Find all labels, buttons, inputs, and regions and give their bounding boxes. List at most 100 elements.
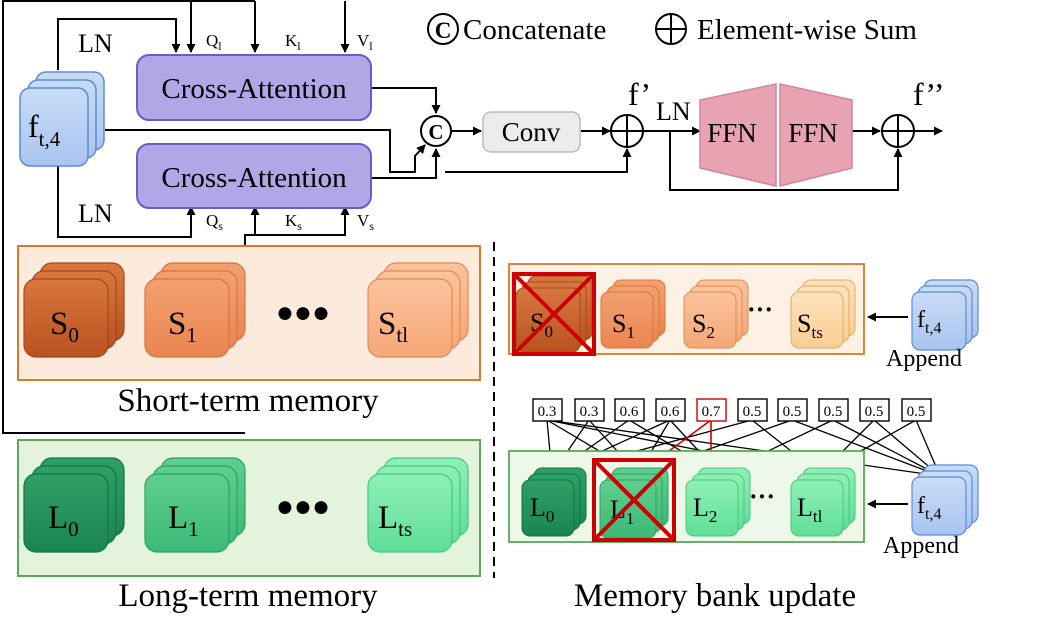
score-value: 0.3 — [538, 404, 557, 420]
score-value: 0.6 — [620, 404, 639, 420]
f-prime-label: f’ — [628, 76, 651, 112]
update-caption: Memory bank update — [574, 578, 856, 614]
score-value: 0.5 — [865, 404, 884, 420]
sum-node-2 — [881, 114, 915, 148]
long-term-dots: ●●● — [276, 490, 330, 523]
append-label-short: Append — [886, 346, 962, 372]
removed-cross-icon-long — [592, 458, 676, 542]
update-long-item-2: L2 — [685, 467, 751, 537]
ffn-1-trapezoid — [699, 83, 777, 187]
svg-text:Sts: Sts — [797, 309, 823, 342]
score-value: 0.5 — [743, 404, 762, 420]
ln-bottom-label: LN — [78, 199, 113, 228]
sum-legend-icon — [655, 13, 687, 45]
cross-attention-top-label: Cross-Attention — [161, 73, 347, 105]
score-value: 0.5 — [824, 404, 843, 420]
concat-legend-label: Concatenate — [463, 14, 606, 46]
k-s-label: Ks — [285, 211, 302, 233]
score-row: 0.3 0.3 0.6 0.6 0.7 0.5 0.5 0.5 0.5 0.5 — [532, 398, 932, 422]
svg-text:L0: L0 — [530, 493, 554, 526]
ln-top-label: LN — [78, 29, 113, 58]
cross-attention-bottom-label: Cross-Attention — [161, 162, 347, 194]
long-term-caption: Long-term memory — [118, 578, 378, 614]
cross-attention-bottom-box — [136, 143, 372, 209]
long-term-item-0: L0 — [23, 457, 125, 553]
update-long-term: L0 L1 L2 ··· Ltl — [508, 450, 979, 614]
short-term-caption: Short-term memory — [117, 383, 379, 419]
f-double-prime-label: f’’ — [913, 76, 944, 112]
svg-text:Stl: Stl — [378, 306, 408, 347]
score-box: 0.5 — [777, 398, 808, 422]
svg-text:ft,4: ft,4 — [917, 307, 941, 337]
k-l-label: Kl — [285, 31, 301, 53]
sum-legend-label: Element-wise Sum — [697, 14, 917, 46]
score-box: 0.3 — [574, 398, 605, 422]
score-box: 0.5 — [859, 398, 890, 422]
concat-node-symbol: C — [428, 120, 443, 144]
append-feature-long: ft,4 — [911, 464, 979, 536]
svg-text:L1: L1 — [610, 495, 634, 528]
conv-label: Conv — [502, 117, 561, 147]
update-short-item-ts: Sts — [790, 279, 856, 349]
feature-label: ft,4 — [28, 108, 61, 151]
legend: C Concatenate Element-wise Sum — [427, 13, 917, 46]
concat-legend-symbol: C — [435, 18, 452, 43]
update-short-term: S0 S1 S2 ··· Sts — [508, 263, 979, 372]
top-module: ft,4 LN LN Ql Kl Vl Qs Ks Vs Cross-Atten… — [19, 29, 944, 233]
score-box: 0.7 — [696, 398, 727, 422]
top-connections — [2, 0, 943, 434]
svg-text:S1: S1 — [612, 309, 635, 342]
short-term-item-1: S1 — [144, 262, 246, 358]
concat-legend-icon — [427, 13, 459, 45]
long-term-memory: L0 L1 ●●● Lts Long-term memory — [17, 439, 481, 614]
update-short-item-0: S0 — [512, 272, 596, 356]
svg-text:S2: S2 — [692, 309, 715, 342]
svg-text:L2: L2 — [693, 493, 717, 526]
q-l-label: Ql — [206, 31, 222, 53]
conv-box — [482, 111, 581, 153]
score-value: 0.7 — [702, 404, 721, 420]
append-feature-short: ft,4 — [911, 279, 979, 351]
ln-ffn-label: LN — [656, 97, 691, 126]
short-term-memory: S0 S1 ●●● Stl Short-term memory — [17, 245, 481, 419]
score-box: 0.5 — [818, 398, 849, 422]
svg-text:S0: S0 — [50, 306, 79, 347]
svg-text:Ltl: Ltl — [797, 493, 823, 526]
q-s-label: Qs — [206, 211, 223, 233]
svg-text:Lts: Lts — [378, 500, 412, 541]
score-box: 0.6 — [614, 398, 645, 422]
update-short-ellipsis: ··· — [747, 295, 773, 324]
svg-text:S1: S1 — [168, 306, 197, 347]
score-box: 0.6 — [655, 398, 686, 422]
score-box: 0.3 — [532, 398, 563, 422]
score-box: 0.5 — [737, 398, 768, 422]
score-box: 0.5 — [901, 398, 932, 422]
ffn-1-label: FFN — [707, 118, 757, 148]
update-long-item-1: L1 — [592, 458, 676, 542]
score-connections — [546, 419, 941, 477]
svg-text:L1: L1 — [168, 500, 199, 541]
concat-node — [420, 115, 452, 147]
score-value: 0.5 — [783, 404, 802, 420]
cross-attention-top-box — [136, 54, 372, 121]
long-term-item-ts: Lts — [367, 457, 469, 553]
removed-cross-icon — [512, 272, 596, 356]
update-long-ellipsis: ··· — [749, 482, 775, 511]
short-term-dots: ●●● — [276, 296, 330, 329]
long-term-item-1: L1 — [144, 457, 246, 553]
svg-text:ft,4: ft,4 — [917, 493, 941, 523]
short-term-item-tl: Stl — [367, 262, 469, 358]
ffn-2-trapezoid — [779, 83, 853, 187]
update-short-item-1: S1 — [600, 279, 666, 349]
score-value: 0.6 — [661, 404, 680, 420]
svg-text:L0: L0 — [48, 500, 79, 541]
v-l-label: Vl — [357, 31, 373, 53]
sum-node-1 — [610, 114, 644, 148]
update-long-item-tl: Ltl — [790, 467, 856, 537]
score-value: 0.3 — [580, 404, 599, 420]
score-value: 0.5 — [907, 404, 926, 420]
append-label-long: Append — [883, 533, 959, 559]
feature-stack — [19, 71, 105, 167]
